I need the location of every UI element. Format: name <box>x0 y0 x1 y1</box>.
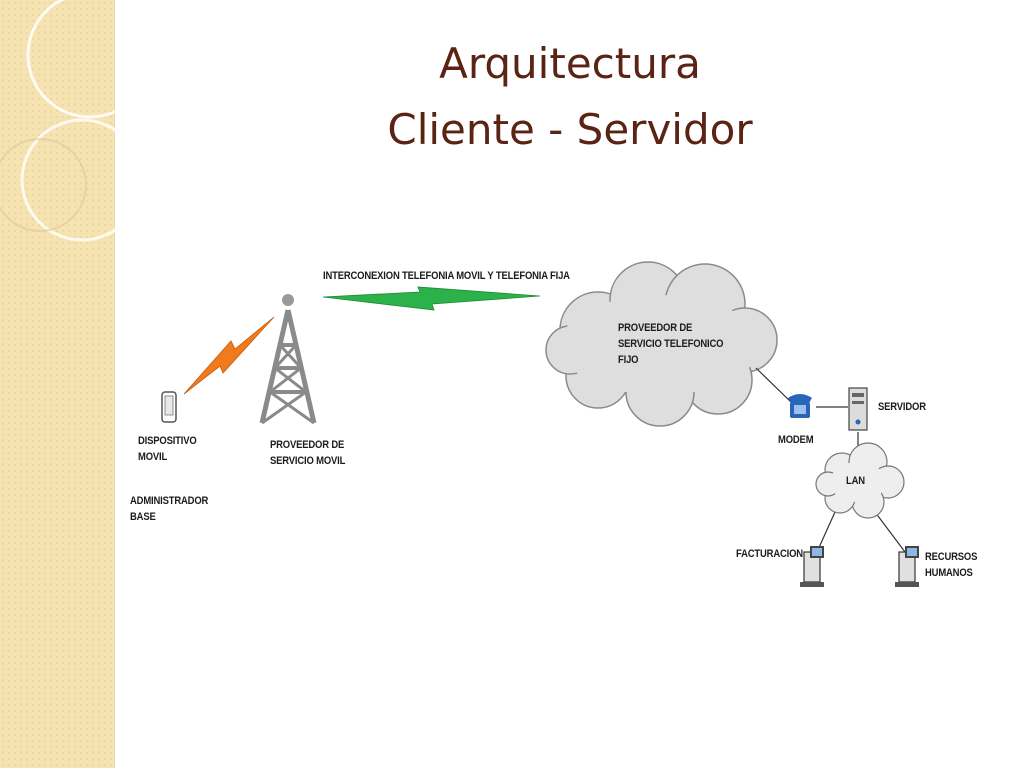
lan-cloud <box>815 442 905 519</box>
interconnection-label: INTERCONEXION TELEFONIA MOVIL Y TELEFONI… <box>323 270 570 282</box>
hr-computer-icon <box>895 546 919 587</box>
lan-label: LAN <box>846 475 865 487</box>
decorative-side-panel <box>0 0 115 768</box>
landline-provider-cloud <box>545 261 778 427</box>
decorative-circles <box>0 0 130 242</box>
mobile-link-bolt <box>183 316 275 395</box>
server-label: SERVIDOR <box>878 401 926 413</box>
mobile-provider-label: PROVEEDOR DE SERVICIO MOVIL <box>270 439 346 467</box>
billing-computer-icon <box>800 546 824 587</box>
modem-label: MODEM <box>778 434 814 446</box>
modem-icon <box>788 394 812 418</box>
mobile-device-label: DISPOSITIVO MOVIL <box>138 435 197 463</box>
server-icon <box>848 387 868 431</box>
interconnection-bolt <box>322 286 541 311</box>
slide-title-line1: Arquitectura <box>439 39 701 88</box>
base-admin-label: ADMINISTRADOR BASE <box>130 495 209 523</box>
hr-label: RECURSOS HUMANOS <box>925 551 978 579</box>
cell-tower-icon <box>259 294 317 425</box>
slide-title-line2: Cliente - Servidor <box>387 105 753 154</box>
mobile-phone-icon <box>161 391 177 423</box>
billing-label: FACTURACION <box>736 548 803 560</box>
landline-provider-label: PROVEEDOR DE SERVICIO TELEFONICO FIJO <box>618 322 724 366</box>
